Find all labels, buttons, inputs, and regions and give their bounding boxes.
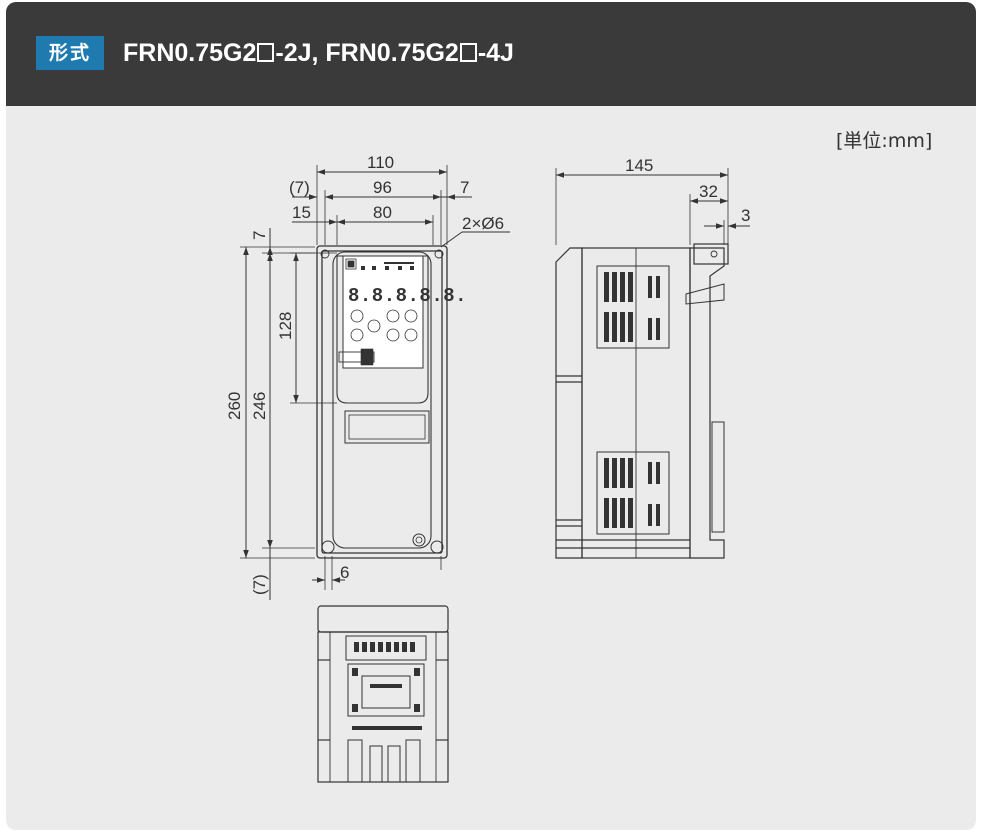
dim-mount-pitch: 80	[373, 203, 392, 222]
dim-panel-height: 128	[276, 312, 295, 340]
drawing-card: 形式 FRN0.75G2 -2J, FRN0.75G2 -4J [単位:mm]	[6, 2, 976, 830]
front-extension-lines	[240, 165, 448, 590]
front-dim-labels: 110 96 (7) 7 80 15 2×Ø6 6 7 260 246 128 …	[225, 153, 504, 595]
front-dimension-lines	[243, 169, 510, 600]
dim-bottom-offset: (7)	[250, 574, 269, 595]
dim-right-offset: 7	[460, 178, 469, 197]
bottom-view	[317, 605, 449, 783]
bottom-terminal-marks	[352, 642, 422, 730]
model-title: FRN0.75G2 -2J, FRN0.75G2 -4J	[123, 35, 514, 71]
dim-top-margin: 7	[250, 231, 269, 240]
dim-depth: 145	[625, 156, 653, 175]
keypad-display: 8.8.8.8.8.	[348, 285, 467, 307]
front-body-outline	[316, 245, 448, 559]
dim-overall-width: 110	[367, 153, 394, 172]
dim-overall-height: 260	[225, 392, 244, 420]
side-body-outline	[555, 243, 729, 559]
side-dim-labels: 145 32 3	[625, 156, 750, 225]
header-bar: 形式 FRN0.75G2 -2J, FRN0.75G2 -4J	[6, 2, 976, 106]
dim-flange: 3	[741, 206, 750, 225]
dim-rear-depth: 32	[699, 182, 718, 201]
front-view: 8.8.8.8.8.	[240, 165, 510, 600]
dim-left-offset: (7)	[289, 178, 310, 197]
title-part2: -2J, FRN0.75G2	[275, 39, 459, 67]
side-view	[555, 168, 750, 559]
dim-side-margin: 15	[292, 203, 311, 222]
dim-hole-spec: 2×Ø6	[462, 214, 504, 233]
dim-bottom-hole: 6	[340, 563, 349, 582]
variant-box-icon	[459, 43, 477, 62]
model-badge: 形式	[36, 36, 104, 70]
title-part3: -4J	[477, 39, 514, 67]
unit-label: [単位:mm]	[836, 130, 933, 152]
variant-box-icon	[257, 43, 275, 62]
dim-inner-width: 96	[373, 178, 392, 197]
dim-mount-height: 246	[250, 392, 269, 420]
side-terminal-marks	[604, 272, 660, 528]
title-part1: FRN0.75G2	[123, 39, 257, 67]
keypad	[345, 258, 418, 342]
